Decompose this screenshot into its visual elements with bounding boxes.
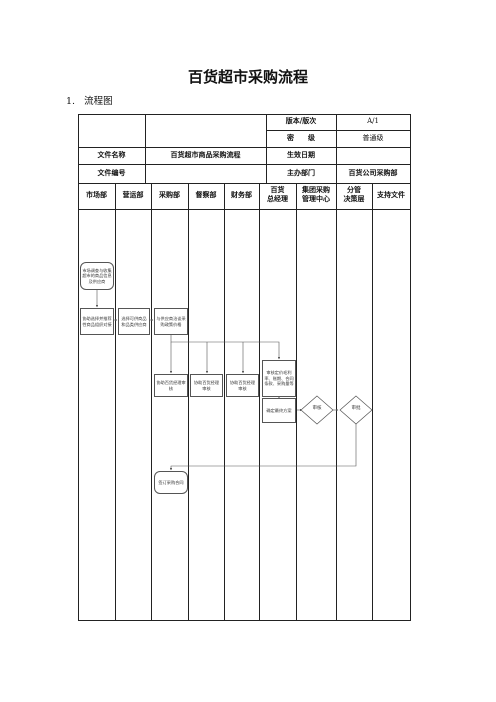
secret-value: 普通级: [362, 134, 384, 142]
node-negotiate: 与供应商洽谈采购政策价格: [154, 308, 188, 335]
effective-label: 生效日期: [287, 150, 315, 159]
node-audit-2: 协助百货经理审核: [190, 374, 223, 397]
lane-group-center: 集团采购 管理中心: [302, 185, 330, 203]
node-audit-3: 协助百货经理审核: [226, 374, 259, 397]
decide-diamond: [339, 395, 373, 425]
lane-purchasing: 采购部: [159, 190, 180, 199]
node-sign-contract: 签订采购合同: [154, 471, 188, 494]
lane-finance: 财务部: [231, 190, 252, 199]
node-decide-label: 审批: [351, 406, 361, 411]
doc-no-label: 文件编号: [97, 168, 126, 177]
node-approve-label: 审核: [312, 406, 322, 411]
node-market-research: 市场调查与收集超市的商品信息及供应商: [80, 262, 114, 290]
section-number: 1.: [66, 96, 76, 107]
node-collect-plan: 协助选择并推荐性商品组织对接: [80, 308, 114, 335]
node-review-price: 审核定价毛利率、账期、合同条款、采购量等: [262, 360, 296, 397]
doc-name-label: 文件名称: [97, 150, 126, 159]
secret-label: 密 级: [287, 133, 315, 142]
lane-market: 市场部: [86, 190, 107, 199]
version-value: A/1: [367, 117, 379, 125]
lane-general-manager: 百货 总经理: [267, 185, 288, 203]
node-audit-1: 协助百货经理审核: [154, 374, 188, 397]
lane-decision: 分管 决策层: [343, 185, 365, 203]
section-heading: 1. 流程图: [66, 93, 113, 107]
doc-name-value: 百货超市商品采购流程: [170, 150, 241, 159]
dept-label: 主办部门: [287, 168, 315, 177]
node-confirm-plan: 确定最终方案: [262, 398, 296, 423]
section-label: 流程图: [84, 96, 113, 107]
approve-diamond: [300, 395, 334, 425]
document-title: 百货超市采购流程: [187, 68, 308, 86]
version-label: 版本/版次: [285, 116, 317, 125]
lane-operations: 营运部: [122, 190, 144, 199]
node-select-supplier: 选择可供商品和品类供应商: [118, 308, 150, 335]
lane-inspection: 督察部: [195, 190, 217, 199]
lane-support-docs: 支持文件: [377, 190, 405, 199]
dept-value: 百货公司采购部: [348, 168, 398, 177]
